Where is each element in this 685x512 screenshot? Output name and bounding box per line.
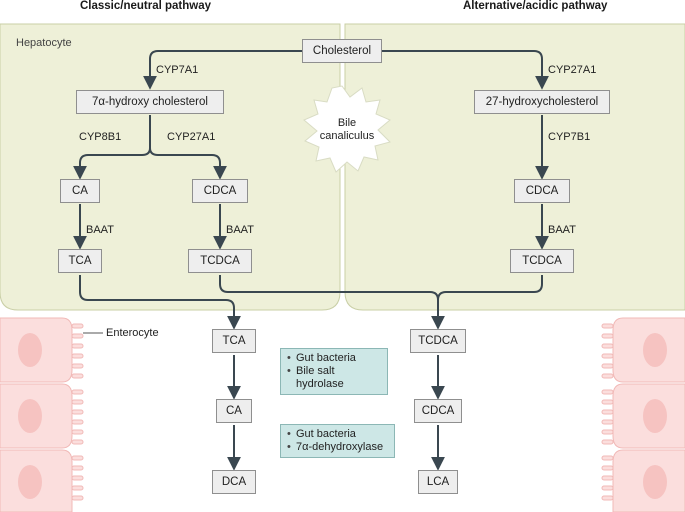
pathway-arrows xyxy=(73,50,549,471)
nucleus xyxy=(643,333,667,367)
arrow-tca-to-gut xyxy=(79,275,241,330)
node-tcdca-liver: TCDCA xyxy=(188,249,252,273)
node-tca-liver: TCA xyxy=(58,249,102,273)
microvilli-right xyxy=(601,323,614,501)
arrow-7a-split-cdca xyxy=(149,147,227,180)
arrow-cholesterol-to-27 xyxy=(382,50,549,90)
note-bile-salt-hydrolase: Gut bacteria Bile salt hydrolase xyxy=(280,348,388,395)
enzyme-baat-alt: BAAT xyxy=(548,224,576,236)
note-7a-dehydroxylase: Gut bacteria 7α-dehydroxylase xyxy=(280,424,395,458)
arrow-cholesterol-to-7a xyxy=(143,50,302,90)
node-7a-hydroxycholesterol: 7α-hydroxy cholesterol xyxy=(76,90,224,114)
enzyme-baat-cdca: BAAT xyxy=(226,224,254,236)
microvilli-left xyxy=(71,323,84,501)
note-item: Gut bacteria xyxy=(287,428,390,441)
bile-canaliculus-shape xyxy=(303,85,391,173)
enzyme-cyp7a1: CYP7A1 xyxy=(156,64,199,76)
header-classic-pathway: Classic/neutral pathway xyxy=(80,0,212,12)
enzyme-cyp7b1: CYP7B1 xyxy=(548,131,591,143)
node-cdca-gut: CDCA xyxy=(414,399,462,423)
enzyme-cyp27a1-alt: CYP27A1 xyxy=(548,64,597,76)
nucleus xyxy=(18,333,42,367)
nucleus xyxy=(18,465,42,499)
bile-canaliculus-line1: Bile xyxy=(337,117,357,129)
bile-canaliculus-label: Bile canaliculus xyxy=(307,117,387,143)
node-27-hydroxycholesterol: 27-hydroxycholesterol xyxy=(474,90,610,114)
node-tca-gut: TCA xyxy=(212,329,256,353)
node-dca-gut: DCA xyxy=(212,470,256,494)
enzyme-cyp8b1: CYP8B1 xyxy=(79,131,122,143)
hepatocyte-label: Hepatocyte xyxy=(16,37,72,49)
bile-canaliculus-line2: canaliculus xyxy=(319,130,375,142)
node-cholesterol: Cholesterol xyxy=(302,39,382,63)
note-item: Gut bacteria xyxy=(287,352,383,365)
note-item: 7α-dehydroxylase xyxy=(287,441,390,454)
node-cdca-liver: CDCA xyxy=(192,179,248,203)
node-tcdca-gut: TCDCA xyxy=(410,329,466,353)
note-item: Bile salt hydrolase xyxy=(287,365,383,391)
nucleus xyxy=(18,399,42,433)
enzyme-baat-ca: BAAT xyxy=(86,224,114,236)
enterocyte-right-nuclei xyxy=(643,333,667,499)
node-ca-liver: CA xyxy=(60,179,100,203)
arrow-tcdca-merge-right xyxy=(437,275,543,301)
header-alternative-pathway: Alternative/acidic pathway xyxy=(463,0,608,12)
enterocyte-label: Enterocyte xyxy=(106,327,159,339)
enterocyte-left-nuclei xyxy=(18,333,42,499)
nucleus xyxy=(643,399,667,433)
node-ca-gut: CA xyxy=(216,399,252,423)
nucleus xyxy=(643,465,667,499)
node-tcdca-alt: TCDCA xyxy=(510,249,574,273)
node-cdca-alt: CDCA xyxy=(514,179,570,203)
node-lca-gut: LCA xyxy=(418,470,458,494)
enzyme-cyp27a1: CYP27A1 xyxy=(167,131,216,143)
